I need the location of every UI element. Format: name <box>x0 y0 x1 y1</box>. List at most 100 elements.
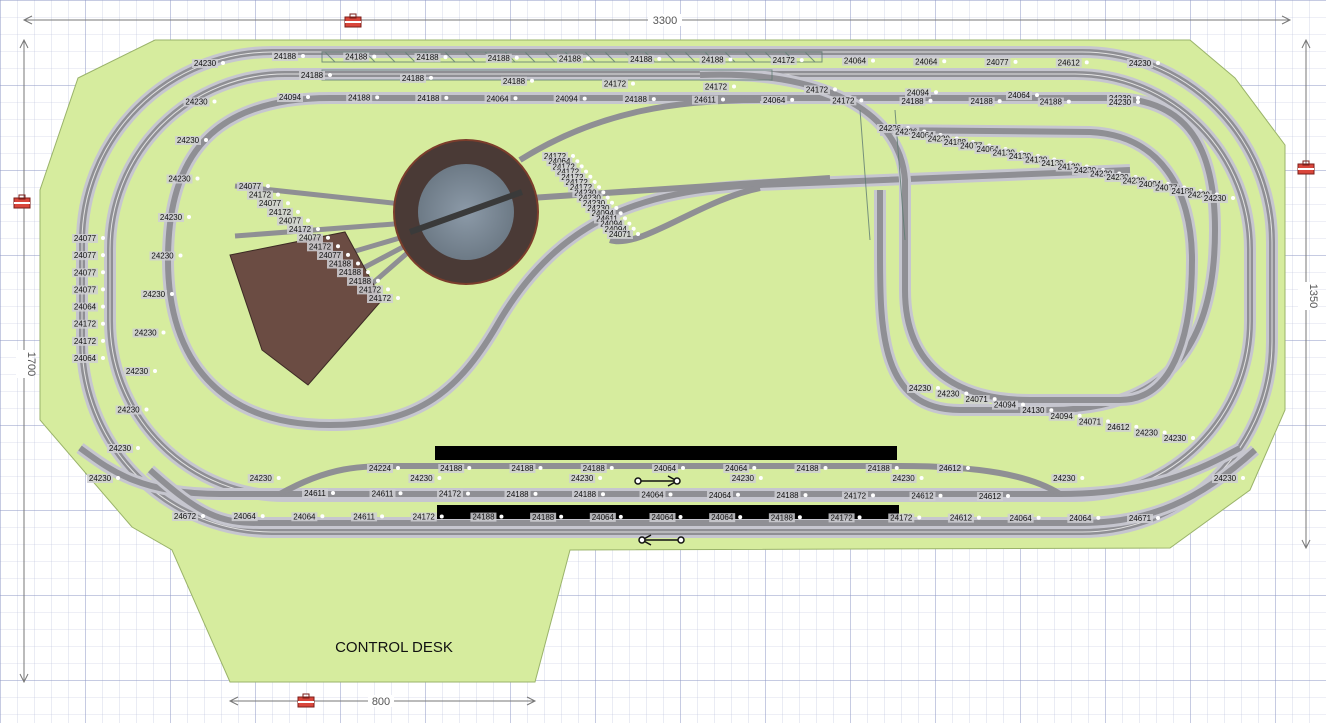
track-joint <box>320 514 325 519</box>
track-part-label: 24612 <box>911 492 934 501</box>
track-part-label: 24230 <box>151 252 174 261</box>
track-part-label: 24230 <box>89 474 112 483</box>
track-part-label: 24172 <box>413 513 436 522</box>
track-part-label: 24094 <box>605 225 628 234</box>
track-joint <box>195 176 200 181</box>
track-joint <box>386 287 390 292</box>
track-joint <box>588 174 593 179</box>
track-part-label: 24230 <box>1214 474 1237 483</box>
track-part-label: 24172 <box>289 225 312 234</box>
track-joint <box>997 99 1002 104</box>
track-joint <box>398 491 403 496</box>
track-joint <box>934 90 938 95</box>
track-joint <box>101 236 105 240</box>
track-joint <box>346 252 350 257</box>
track-joint <box>657 56 662 61</box>
track-part-label: 24224 <box>369 464 392 473</box>
track-part-label: 24188 <box>776 491 799 500</box>
platform-upper <box>435 446 897 460</box>
track-joint <box>286 201 290 206</box>
track-joint <box>1134 424 1139 429</box>
track-part-label: 24230 <box>571 474 594 483</box>
track-joint <box>631 226 636 231</box>
track-part-label: 24188 <box>472 513 495 522</box>
track-part-label: 24230 <box>168 175 191 184</box>
track-joint <box>187 215 191 219</box>
track-part-label: 24172 <box>570 183 593 192</box>
track-joint <box>533 491 538 496</box>
track-joint <box>1049 408 1054 413</box>
track-part-label: 24172 <box>553 162 576 171</box>
control-desk-label: CONTROL DESK <box>335 639 453 656</box>
track-joint <box>212 99 217 104</box>
track-joint <box>976 515 981 520</box>
track-part-label: 24094 <box>592 209 615 218</box>
track-joint <box>942 59 947 64</box>
track-joint <box>1021 402 1025 407</box>
track-joint <box>429 75 433 80</box>
track-part-label: 24230 <box>909 384 932 393</box>
track-part-label: 24188 <box>274 52 297 61</box>
track-part-label: 24612 <box>1058 58 1081 67</box>
track-joint <box>144 407 149 412</box>
track-part-label: 24172 <box>74 337 97 346</box>
toolbox-icon[interactable] <box>297 693 315 708</box>
track-joint <box>598 476 603 480</box>
track-joint <box>823 466 828 470</box>
track-joint <box>204 138 208 142</box>
track-joint <box>101 287 105 292</box>
track-joint <box>623 216 627 221</box>
track-part-label: 24230 <box>1106 173 1129 182</box>
track-part-label: 24230 <box>1188 191 1211 200</box>
track-part-label: 24230 <box>1129 59 1152 68</box>
track-joint <box>609 466 614 470</box>
track-joint <box>513 96 518 101</box>
toolbox-icon[interactable] <box>1297 160 1315 175</box>
track-part-label: 24172 <box>806 85 829 94</box>
track-joint <box>276 476 281 480</box>
track-joint <box>306 218 310 223</box>
track-joint <box>559 514 564 519</box>
track-joint <box>301 54 305 58</box>
track-part-label: 24188 <box>771 513 794 522</box>
track-joint <box>605 195 610 200</box>
track-part-label: 24077 <box>986 58 1009 67</box>
track-part-label: 24230 <box>1136 428 1159 437</box>
track-joint <box>1084 60 1089 65</box>
track-joint <box>316 227 320 232</box>
track-joint <box>871 58 875 63</box>
track-joint <box>530 78 534 83</box>
track-part-label: 24188 <box>868 464 891 473</box>
track-part-label: 24230 <box>587 204 610 213</box>
width-dimension: 3300 <box>653 15 677 27</box>
track-joint <box>790 97 795 102</box>
direction-arrow-right <box>634 475 681 487</box>
toolbox-icon[interactable] <box>13 194 31 209</box>
track-joint <box>221 61 225 65</box>
track-part-label: 24172 <box>369 294 392 303</box>
toolbox-icon[interactable] <box>344 13 362 28</box>
track-part-label: 24188 <box>506 490 529 499</box>
track-part-label: 24188 <box>402 74 425 83</box>
track-joint <box>266 184 270 188</box>
track-joint <box>101 338 105 343</box>
track-joint <box>1036 515 1041 520</box>
track-part-label: 24077 <box>1155 184 1178 193</box>
track-part-label: 24064 <box>709 491 732 500</box>
track-part-label: 24188 <box>416 53 439 62</box>
track-part-label: 24077 <box>279 216 302 225</box>
track-part-label: 24064 <box>1069 514 1092 523</box>
track-part-label: 24188 <box>625 95 648 104</box>
track-part-label: 24188 <box>1040 98 1063 107</box>
track-joint <box>894 466 899 470</box>
track-joint <box>857 515 862 520</box>
track-joint <box>799 58 804 63</box>
track-part-label: 24064 <box>915 57 938 66</box>
track-joint <box>296 209 300 214</box>
track-part-label: 24188 <box>503 77 526 86</box>
track-part-label: 24188 <box>532 513 555 522</box>
track-joint <box>375 95 380 100</box>
track-joint <box>514 55 519 60</box>
track-part-label: 24230 <box>1204 194 1227 203</box>
track-joint <box>631 81 635 86</box>
